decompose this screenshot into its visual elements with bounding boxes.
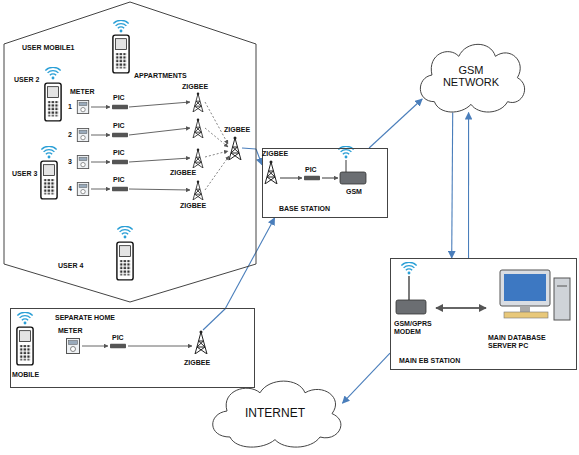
part-label: 1 bbox=[68, 103, 72, 111]
wifi-icon bbox=[45, 67, 60, 79]
zigbee-tower bbox=[265, 161, 277, 185]
pic-chip bbox=[112, 105, 128, 110]
base-wires bbox=[280, 160, 346, 178]
part-label: METER bbox=[70, 88, 95, 96]
tower-wire bbox=[242, 148, 256, 149]
network-cloud: GSM NETWORK bbox=[410, 35, 532, 115]
part-label: PIC bbox=[305, 166, 317, 174]
zigbee-tower bbox=[193, 118, 203, 138]
pic-chip bbox=[112, 133, 128, 138]
mobile-phone bbox=[17, 327, 33, 365]
wifi-icon bbox=[401, 262, 416, 274]
gsm-gprs-modem bbox=[396, 300, 426, 314]
zigbee-tower bbox=[193, 148, 203, 168]
part-label: ZIGBEE bbox=[184, 359, 210, 367]
pic-chip bbox=[112, 187, 128, 192]
mobile-phone bbox=[113, 35, 129, 73]
pic-chip bbox=[110, 344, 126, 349]
zigbee-tower bbox=[229, 137, 241, 161]
part-label: ZIGBEE bbox=[170, 169, 196, 177]
mobile-phone bbox=[45, 83, 61, 121]
pic-chip bbox=[304, 176, 320, 181]
part-label: USER 4 bbox=[58, 262, 83, 270]
part-label: PIC bbox=[113, 149, 125, 157]
node-label: INTERNET bbox=[245, 407, 305, 420]
part-label: GSM/GPRS MODEM bbox=[394, 320, 440, 335]
mobile-phone bbox=[41, 161, 57, 199]
part-label: ZIGBEE bbox=[224, 126, 250, 134]
wifi-icon bbox=[41, 146, 56, 158]
gsm-modem bbox=[340, 172, 366, 184]
home-box: SEPARATE HOME bbox=[10, 308, 255, 388]
part-label: PIC bbox=[112, 334, 124, 342]
part-label: MOBILE bbox=[12, 371, 39, 379]
node-label: GSM NETWORK bbox=[440, 65, 502, 88]
wifi-icon bbox=[113, 20, 128, 32]
meter-icon bbox=[77, 155, 88, 168]
node-label: MAIN EB STATION bbox=[399, 357, 460, 364]
home-wires bbox=[82, 346, 192, 347]
node-label: APPARTMENTS bbox=[134, 72, 187, 79]
part-label: GSM bbox=[346, 188, 362, 196]
part-label: PIC bbox=[113, 94, 125, 102]
connector-arrow bbox=[451, 113, 453, 258]
antenna bbox=[408, 276, 409, 300]
part-label: MAIN DATABASE SERVER PC bbox=[488, 334, 566, 349]
part-label: USER 3 bbox=[12, 170, 37, 178]
part-label: 3 bbox=[68, 158, 72, 166]
tower-wire bbox=[203, 308, 226, 330]
wifi-icon bbox=[17, 312, 32, 324]
part-label: PIC bbox=[113, 122, 125, 130]
zigbee-links bbox=[205, 102, 229, 190]
meter-wires bbox=[91, 102, 190, 190]
wifi-icon bbox=[117, 226, 132, 238]
node-label: SEPARATE HOME bbox=[55, 314, 115, 321]
connector-arrow bbox=[226, 218, 275, 308]
meter-icon bbox=[77, 100, 88, 113]
part-label: 2 bbox=[68, 131, 72, 139]
base-station-box: BASE STATION bbox=[262, 148, 388, 218]
part-label: USER MOBILE1 bbox=[22, 44, 75, 52]
part-label: PIC bbox=[113, 176, 125, 184]
zigbee-tower bbox=[195, 331, 207, 355]
eb-station-box: MAIN EB STATION bbox=[390, 258, 577, 370]
part-label: ZIGBEE bbox=[262, 150, 288, 158]
connector-arrow bbox=[468, 113, 469, 258]
part-label: ZIGBEE bbox=[180, 202, 206, 210]
part-label: ZIGBEE bbox=[182, 83, 208, 91]
meter-icon bbox=[77, 182, 88, 195]
mobile-phone bbox=[117, 242, 133, 280]
server-pc bbox=[500, 270, 570, 320]
connector-arrow bbox=[369, 99, 422, 148]
meter-icon bbox=[77, 128, 88, 141]
node-label: BASE STATION bbox=[279, 205, 330, 212]
zigbee-tower bbox=[193, 180, 203, 200]
double-arrow bbox=[436, 307, 486, 309]
connector-arrow bbox=[343, 353, 391, 403]
part-label: METER bbox=[58, 327, 83, 335]
zigbee-tower bbox=[193, 92, 203, 112]
part-label: 4 bbox=[68, 185, 72, 193]
part-label: USER 2 bbox=[14, 76, 39, 84]
network-cloud: INTERNET bbox=[200, 372, 350, 450]
pic-chip bbox=[112, 160, 128, 165]
meter-icon bbox=[67, 339, 80, 354]
